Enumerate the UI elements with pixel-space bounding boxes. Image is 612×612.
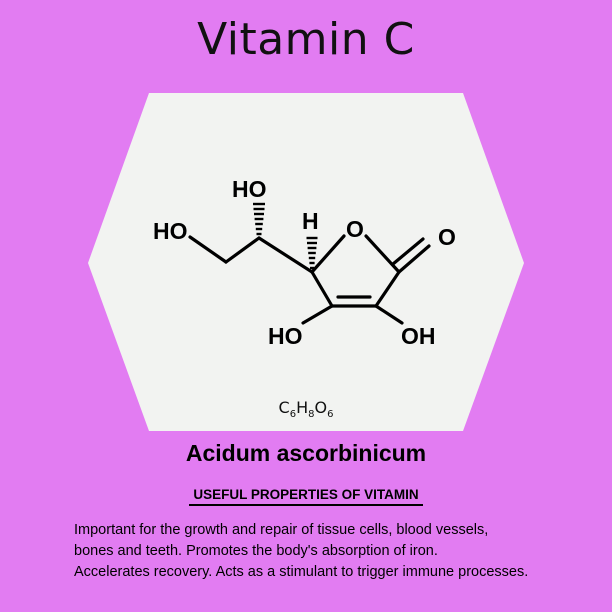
- formula-h: H: [296, 398, 309, 417]
- hashed-wedge-c5-oh: [253, 202, 265, 236]
- atom-carbonyl-oxygen: O: [438, 224, 456, 250]
- bond-c1-o-carbonyl: [397, 244, 431, 274]
- atom-oh-enol-right: OH: [401, 323, 436, 349]
- page-title: Vitamin C: [197, 14, 415, 65]
- formula-c-count: 6: [289, 409, 297, 421]
- atom-ring-oxygen: O: [346, 216, 364, 242]
- latin-name: Acidum ascorbinicum: [185, 440, 427, 466]
- description-line: Important for the growth and repair of t…: [74, 522, 489, 538]
- formula-o: O: [314, 398, 328, 417]
- atom-ho-side-chain: HO: [153, 218, 188, 244]
- formula-h-count: 8: [308, 409, 315, 421]
- bond-c1-c2: [374, 270, 401, 308]
- properties-heading: USEFUL PROPERTIES OF VITAMIN: [0, 486, 612, 506]
- atom-h-stereo: H: [302, 208, 319, 234]
- hexagon-background: [88, 93, 524, 431]
- bond-ch2-c5: [224, 236, 261, 264]
- bond-c3-oh: [301, 304, 334, 325]
- properties-description: Important for the growth and repair of t…: [74, 520, 554, 583]
- bond-c3-c4: [310, 270, 334, 308]
- description-line: bones and teeth. Promotes the body's abs…: [74, 543, 438, 559]
- formula-o-count: 6: [327, 409, 334, 421]
- description-line: Accelerates recovery. Acts as a stimulan…: [74, 564, 529, 580]
- bond-c2-oh: [374, 304, 404, 325]
- bond-c4-o: [310, 234, 346, 274]
- atom-ho-stereo: HO: [232, 176, 267, 202]
- bond-c5-c4: [257, 236, 314, 274]
- hashed-wedge-c4-h: [306, 236, 318, 270]
- bond-o-c1: [364, 234, 401, 274]
- formula-c: C: [278, 398, 290, 417]
- bond-ho-ch2: [188, 235, 228, 264]
- properties-heading-text: USEFUL PROPERTIES OF VITAMIN: [189, 487, 423, 506]
- atom-ho-enol-left: HO: [268, 323, 303, 349]
- molecular-formula: C6H8O6: [0, 398, 612, 420]
- bond-c1-o-carbonyl-double: [391, 237, 425, 266]
